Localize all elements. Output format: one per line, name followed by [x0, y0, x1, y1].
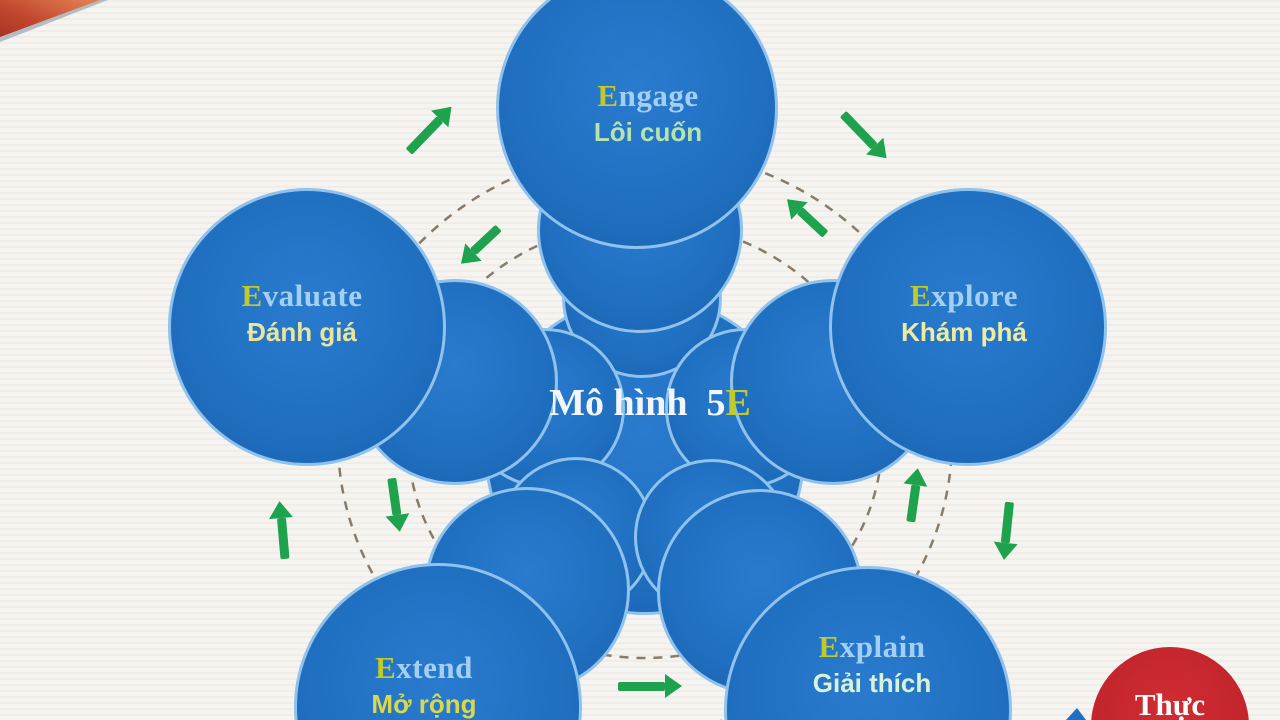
engage-label-vi: Lôi cuốn	[593, 116, 703, 147]
explore-circle	[829, 188, 1107, 466]
evaluate-label-vi: Đánh giá	[247, 316, 357, 347]
thuc-badge-label: Thực	[1134, 687, 1206, 720]
explain-label-en: Explain	[818, 629, 926, 665]
engage-label: Engage Lôi cuốn	[593, 78, 703, 147]
engage-initial: E	[597, 78, 619, 114]
explore-initial: E	[910, 278, 932, 314]
extend-initial: E	[375, 650, 397, 686]
extend-label: Extend Mở rộng	[371, 650, 477, 719]
evaluate-label-en: Evaluate	[241, 278, 363, 314]
center-title-accent: E	[725, 382, 751, 424]
evaluate-circle	[168, 188, 446, 466]
explain-label: Explain Giải thích	[812, 629, 932, 698]
evaluate-label: Evaluate Đánh giá	[241, 278, 363, 347]
explore-label: Explore Khám phá	[901, 278, 1027, 347]
extend-label-en: Extend	[375, 650, 473, 686]
explain-initial: E	[818, 629, 840, 665]
explain-label-vi: Giải thích	[812, 667, 932, 698]
arrow-bottom-icon	[618, 674, 682, 698]
engage-circle	[496, 0, 778, 249]
explore-label-vi: Khám phá	[901, 316, 1027, 347]
arrow-outer-left-icon	[267, 500, 297, 560]
extend-label-vi: Mở rộng	[371, 688, 477, 719]
engage-label-en: Engage	[597, 78, 699, 114]
evaluate-initial: E	[241, 278, 263, 314]
center-title: Mô hình 5E	[549, 382, 751, 424]
explore-label-en: Explore	[910, 278, 1018, 314]
